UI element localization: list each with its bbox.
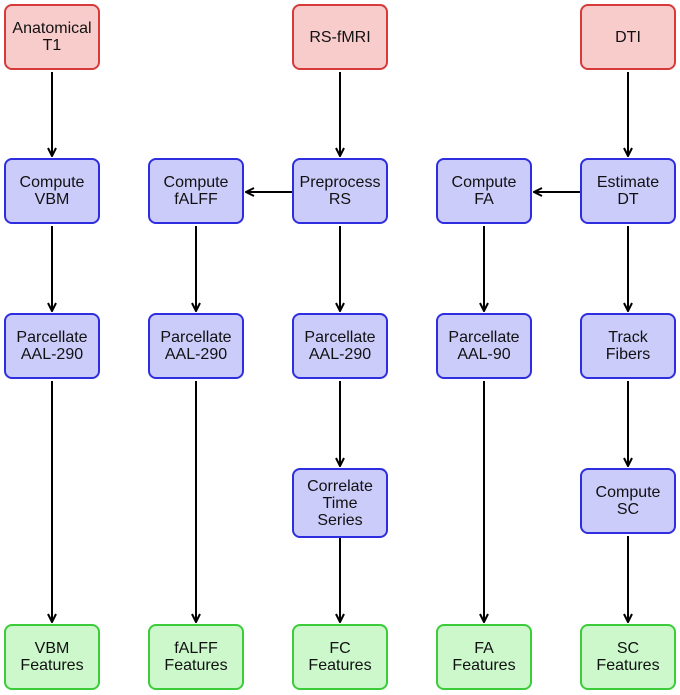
node-compute-falff: Compute fALFF	[148, 158, 244, 224]
node-sc-features: SC Features	[580, 624, 676, 690]
node-compute-vbm: Compute VBM	[4, 158, 100, 224]
node-dti: DTI	[580, 4, 676, 70]
node-parcellate-vbm: Parcellate AAL-290	[4, 313, 100, 379]
node-compute-sc: Compute SC	[580, 468, 676, 534]
node-falff-features: fALFF Features	[148, 624, 244, 690]
node-estimate-dt: Estimate DT	[580, 158, 676, 224]
node-fc-features: FC Features	[292, 624, 388, 690]
node-preprocess-rs: Preprocess RS	[292, 158, 388, 224]
node-parcellate-rs: Parcellate AAL-290	[292, 313, 388, 379]
node-parcellate-falff: Parcellate AAL-290	[148, 313, 244, 379]
node-fa-features: FA Features	[436, 624, 532, 690]
node-correlate-time-series: Correlate Time Series	[292, 468, 388, 538]
node-track-fibers: Track Fibers	[580, 313, 676, 379]
node-compute-fa: Compute FA	[436, 158, 532, 224]
node-rs-fmri: RS-fMRI	[292, 4, 388, 70]
node-parcellate-fa: Parcellate AAL-90	[436, 313, 532, 379]
node-anatomical-t1: Anatomical T1	[4, 4, 100, 70]
node-vbm-features: VBM Features	[4, 624, 100, 690]
